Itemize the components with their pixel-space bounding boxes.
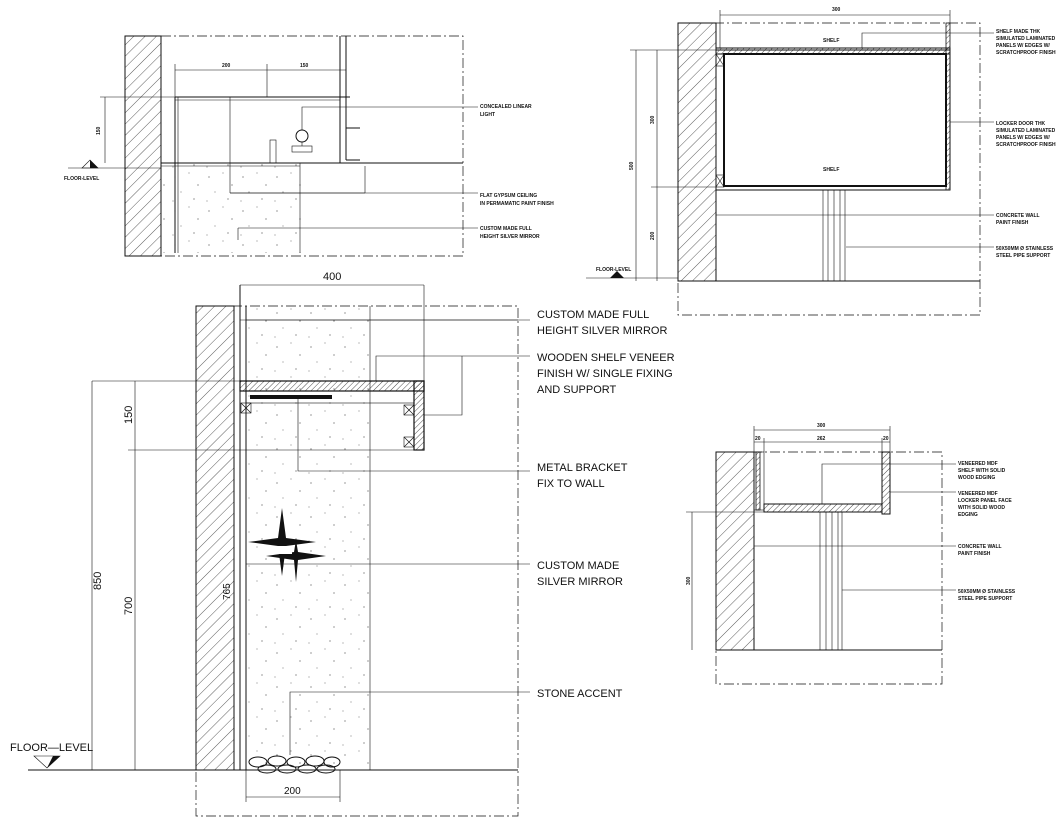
drawing-4-dim-20-right: 20 xyxy=(883,436,889,442)
drawing-3-dim-850: 850 xyxy=(92,572,104,590)
drawing-2-dim-h500: 500 xyxy=(629,161,635,170)
drawing-2-note-1-line-1: SHELF MADE THK xyxy=(996,29,1041,35)
drawing-2-note-4-line-2: STEEL PIPE SUPPORT xyxy=(996,253,1050,259)
drawing-3-mirror-face xyxy=(246,306,370,770)
drawing-1-dim-200: 200 xyxy=(222,63,231,69)
drawing-4-wall-hatch xyxy=(715,451,755,651)
drawing-3-dim-150: 150 xyxy=(123,406,135,424)
drawing-3-note-shelf-line-3: AND SUPPORT xyxy=(537,384,617,396)
drawing-1-note-2-line-1: FLAT GYPSUM CEILING xyxy=(480,193,537,199)
drawing-4-note-2-line-3: WITH SOLID WOOD xyxy=(958,505,1005,511)
drawing-4-note-4-line-2: STEEL PIPE SUPPORT xyxy=(958,596,1012,602)
drawing-4-dim-20-left: 20 xyxy=(755,436,761,442)
drawing-4-note-2-line-4: EDGING xyxy=(958,512,978,518)
drawing-1-note-3-line-2: HEIGHT SILVER MIRROR xyxy=(480,234,540,240)
drawing-4-note-2-line-2: LOCKER PANEL FACE xyxy=(958,498,1012,504)
drawing-3-dim-700: 700 xyxy=(123,597,135,615)
drawing-3-note-shelf-line-1: WOODEN SHELF VENEER xyxy=(537,352,675,364)
drawing-2-shelf-top-label: SHELF xyxy=(823,38,839,44)
drawing-3-dim-400: 400 xyxy=(323,271,341,283)
drawing-3-note-full-mirror-line-2: HEIGHT SILVER MIRROR xyxy=(537,325,667,337)
drawing-4-note-3-line-2: PAINT FINISH xyxy=(958,551,991,557)
drawing-4-dim-h300: 300 xyxy=(686,576,692,585)
drawing-1-floor-label: FLOOR-LEVEL xyxy=(64,176,99,182)
drawing-4-veneered-shelf xyxy=(763,503,883,513)
drawing-3-floor-label: FLOOR—LEVEL xyxy=(10,742,93,754)
drawing-4-note-1-line-1: VENEERED MDF xyxy=(958,461,998,467)
drawing-4-dim-300: 300 xyxy=(817,423,826,429)
drawing-2-shelf-bottom-label: SHELF xyxy=(823,167,839,173)
drawing-3-dim-200: 200 xyxy=(284,786,301,797)
drawing-1-wall-finish xyxy=(161,163,301,253)
drawing-2-note-1-line-2: SIMULATED LAMINATED xyxy=(996,36,1056,42)
drawing-3-stone-accent xyxy=(248,755,341,774)
drawing-4-dim-262: 262 xyxy=(817,436,826,442)
drawing-3-wall-hatch xyxy=(195,305,235,771)
drawing-1-dim-h150: 150 xyxy=(96,126,102,135)
drawing-3-note-bracket-line-2: FIX TO WALL xyxy=(537,478,605,490)
drawing-3-note-mirror-line-2: SILVER MIRROR xyxy=(537,576,623,588)
drawing-2-note-2-line-2: SIMULATED LAMINATED xyxy=(996,128,1056,134)
drawing-2-note-3-line-1: CONCRETE WALL xyxy=(996,213,1040,219)
drawing-2-note-2-line-1: LOCKER DOOR THK xyxy=(996,121,1046,127)
drawing-4-note-3-line-1: CONCRETE WALL xyxy=(958,544,1002,550)
drawing-2-border xyxy=(677,22,981,316)
drawing-2-note-2-line-4: SCRATCHPROOF FINISH xyxy=(996,142,1056,148)
drawing-3-note-bracket-line-1: METAL BRACKET xyxy=(537,462,628,474)
drawing-3-shelf-front-edge xyxy=(413,380,425,451)
drawing-2-note-3-line-2: PAINT FINISH xyxy=(996,220,1029,226)
drawing-2-note-1-line-4: SCRATCHPROOF FINISH xyxy=(996,50,1056,56)
drawing-2-dim-w300: 300 xyxy=(832,7,841,13)
drawing-1-note-3-line-1: CUSTOM MADE FULL xyxy=(480,226,532,232)
drawing-3-note-stone-accent: STONE ACCENT xyxy=(537,688,623,700)
drawing-2-note-4-line-1: 50X50MM Ø STAINLESS xyxy=(996,246,1054,252)
drawing-ceiling-section: 200 150 150 FLOOR-LEVEL CONCEALED LINEAR… xyxy=(64,35,554,257)
drawing-locker-section: SHELF SHELF 300 500 300 200 FLOOR-LEVEL … xyxy=(586,7,1056,316)
drawing-2-dim-h200: 200 xyxy=(650,231,656,240)
drawing-4-note-1-line-3: WOOD EDGING xyxy=(958,475,995,481)
drawing-3-sparkle-marker-icon xyxy=(248,508,326,582)
drawing-2-wall-hatch xyxy=(677,22,717,282)
drawing-2-note-2-line-3: PANELS W/ EDGES W/ xyxy=(996,135,1050,141)
drawing-3-metal-bracket xyxy=(250,395,332,399)
drawing-1-border xyxy=(124,35,464,257)
drawing-4-note-1-line-2: SHELF WITH SOLID xyxy=(958,468,1006,474)
drawing-1-note-1-line-2: LIGHT xyxy=(480,112,495,118)
drawing-1-dim-150: 150 xyxy=(300,63,309,69)
drawing-2-dim-h300: 300 xyxy=(650,115,656,124)
drawing-1-note-1-line-1: CONCEALED LINEAR xyxy=(480,104,532,110)
drawing-shelf-detail-section: 300 20 262 20 300 VENEERED MDF SHELF WIT… xyxy=(686,423,1016,685)
drawing-3-note-shelf-line-2: FINISH W/ SINGLE FIXING xyxy=(537,368,673,380)
drawing-mirror-shelf-section: 400 850 150 700 765 200 FLOOR—LEVEL CUST… xyxy=(10,271,675,817)
drawing-2-note-1-line-3: PANELS W/ EDGES W/ xyxy=(996,43,1050,49)
drawing-1-note-2-line-2: IN PERMAMATIC PAINT FINISH xyxy=(480,201,554,207)
drawing-1-wall-hatch xyxy=(124,35,162,257)
drawing-4-pipe-support xyxy=(819,511,843,651)
drawing-3-wooden-shelf xyxy=(239,380,425,392)
drawing-3-dim-765: 765 xyxy=(222,583,233,600)
linear-light-fixture-icon xyxy=(295,129,309,143)
drawing-3-note-mirror-line-1: CUSTOM MADE xyxy=(537,560,619,572)
drawing-3-note-full-mirror-line-1: CUSTOM MADE FULL xyxy=(537,309,649,321)
drawing-4-note-4-line-1: 50X50MM Ø STAINLESS xyxy=(958,589,1016,595)
drawing-2-floor-label: FLOOR-LEVEL xyxy=(596,267,631,273)
drawing-4-note-2-line-1: VENEERED MDF xyxy=(958,491,998,497)
